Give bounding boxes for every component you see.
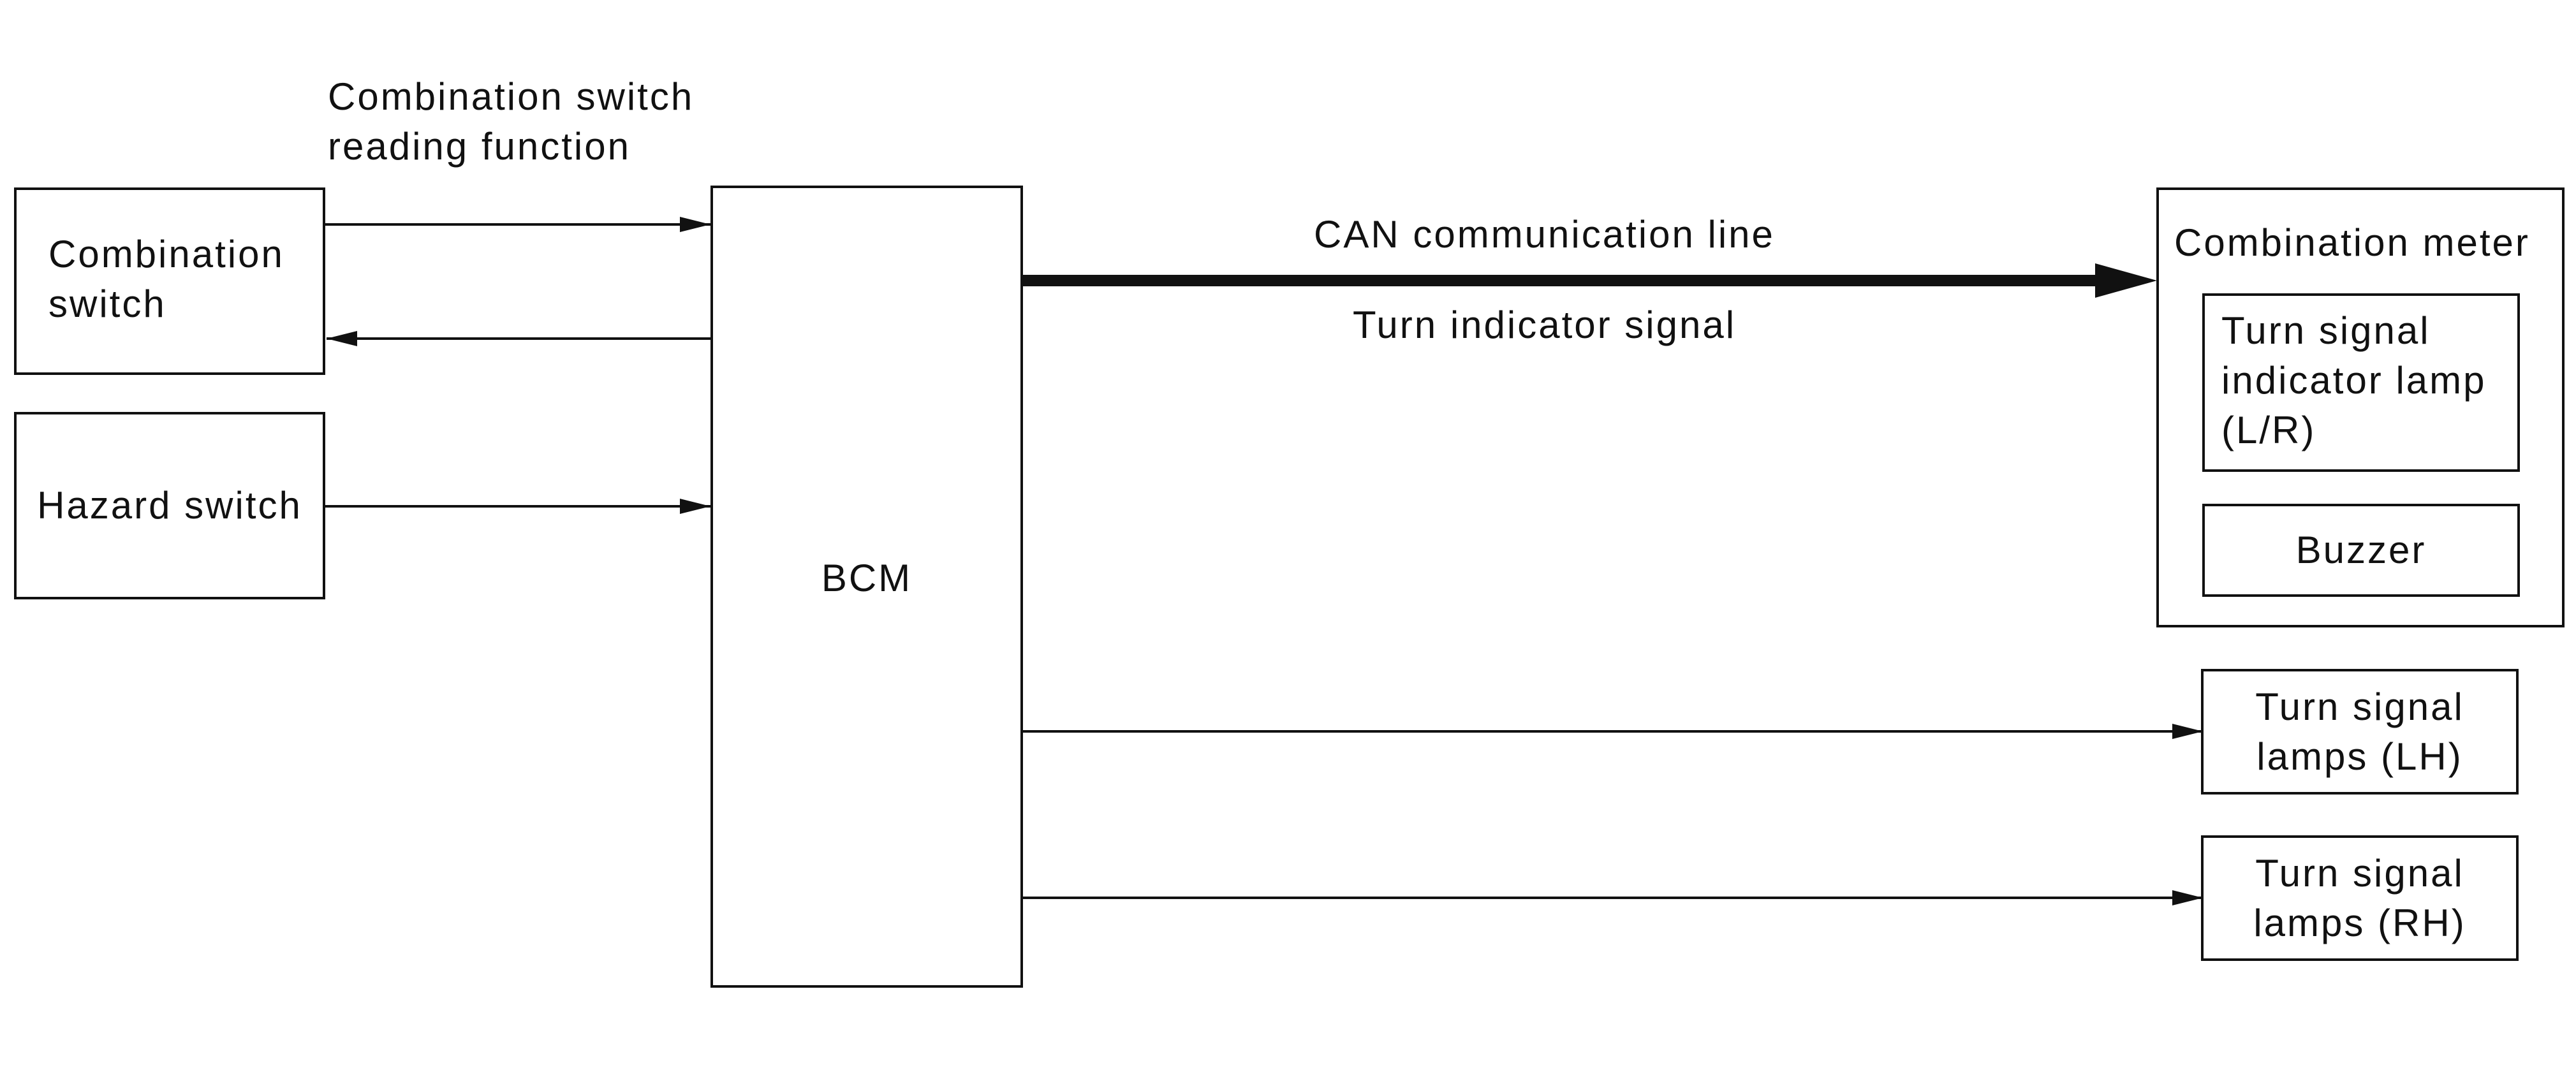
bcm-label: BCM [821, 557, 913, 599]
buzzer-block: Buzzer [2202, 504, 2520, 597]
turn-signal-lamps-rh-label: Turn signal lamps (RH) [2253, 851, 2466, 944]
combination-switch-label: Combination switch [48, 233, 284, 325]
can-communication-line-label: CAN communication line [1314, 213, 1775, 256]
arrowhead-to-bcm-2 [680, 499, 710, 514]
hazard-switch-block: Hazard switch [14, 412, 325, 599]
hazard-switch-label: Hazard switch [37, 484, 302, 527]
bcm-block: BCM [710, 186, 1023, 988]
arrowhead-to-combination-switch [327, 331, 357, 346]
arrowhead-to-bcm-1 [680, 217, 710, 232]
combination-meter-block: Combination meter Turn signal indicator … [2156, 187, 2565, 627]
turn-signal-indicator-lamp-label: Turn signal indicator lamp (L/R) [2221, 309, 2487, 451]
arrowhead-to-lamps-lh [2172, 724, 2203, 739]
buzzer-label: Buzzer [2295, 529, 2427, 571]
turn-signal-lamps-lh-label: Turn signal lamps (LH) [2255, 685, 2464, 778]
combination-meter-label: Combination meter [2174, 221, 2530, 264]
arrowhead-to-lamps-rh [2172, 890, 2203, 905]
turn-indicator-signal-label: Turn indicator signal [1353, 304, 1737, 346]
combination-switch-reading-annotation: Combination switch reading function [328, 75, 695, 168]
turn-signal-lamps-lh-block: Turn signal lamps (LH) [2201, 669, 2519, 795]
combination-switch-block: Combination switch [14, 187, 325, 375]
turn-signal-lamps-rh-block: Turn signal lamps (RH) [2201, 835, 2519, 961]
turn-signal-indicator-lamp-block: Turn signal indicator lamp (L/R) [2202, 293, 2520, 472]
can-arrowhead [2095, 263, 2157, 298]
